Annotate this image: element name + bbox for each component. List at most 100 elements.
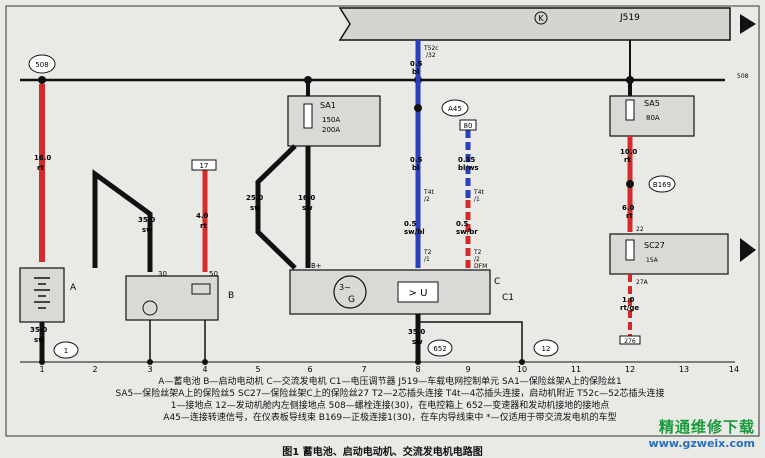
- pin-t2: T2: [423, 249, 432, 256]
- connector-12: [533, 339, 559, 357]
- wire-alt-ground-12: [418, 321, 523, 362]
- connector-508-label: 508: [35, 61, 48, 69]
- pin-dfm: DFM: [474, 263, 487, 270]
- wire-label: bl/ws: [458, 164, 479, 172]
- wire-label: 35.0: [30, 326, 47, 334]
- legend-line: A45—连接转速信号，在仪表板导线束 B169—正极连接1(30)，在车内导线束…: [163, 413, 617, 423]
- pin-22: 22: [636, 226, 644, 233]
- wire-label: bl: [412, 164, 419, 172]
- grid-number: 13: [679, 365, 689, 374]
- fuse-sa5: [609, 95, 695, 137]
- alt-g: G: [348, 295, 355, 305]
- wire-label: rt: [200, 222, 207, 230]
- connector-12-label: 12: [542, 345, 551, 353]
- j519-symbol: K: [538, 14, 544, 23]
- grid-number: 1: [39, 365, 44, 374]
- watermark-url: www.gzweix.com: [648, 437, 755, 450]
- component-c-label: C: [494, 277, 500, 287]
- legend: A—蓄电池 B—启动电动机 C—交流发电机 C1—电压调节器 J519—车载电网…: [60, 376, 720, 424]
- legend-line: A—蓄电池 B—启动电动机 C—交流发电机 C1—电压调节器 J519—车载电网…: [158, 377, 622, 387]
- junction-dot: [414, 104, 422, 112]
- connector-80-label: 80: [464, 122, 473, 130]
- pin-t52c-n: /32: [426, 52, 436, 59]
- connector-1-label: 1: [64, 347, 68, 355]
- connector-276: [619, 335, 641, 345]
- bus-label: 508: [737, 73, 749, 80]
- grid-number: 3: [147, 365, 152, 374]
- grid-number: 2: [92, 365, 97, 374]
- junction-dot: [38, 76, 46, 84]
- connector-508: [28, 54, 56, 74]
- wire-label: sw: [34, 336, 45, 344]
- k-symbol-icon: [534, 11, 548, 25]
- pin-t4t-n: /1: [474, 196, 480, 203]
- generator-icon: [333, 275, 367, 309]
- connector-17-label: 17: [200, 162, 209, 170]
- component-b-label: B: [228, 291, 234, 301]
- wire-label: 0.5: [404, 220, 417, 228]
- grid-number: 10: [517, 365, 527, 374]
- legend-line: SA5—保险丝架A上的保险丝5 SC27—保险丝架C上的保险丝27 T2—2芯插…: [115, 389, 665, 399]
- alternator-c: [289, 269, 491, 315]
- connector-17: [191, 159, 217, 171]
- junction-dot: [626, 180, 634, 188]
- regulator-label: > U: [409, 288, 428, 299]
- connector-a45-label: A45: [448, 105, 462, 113]
- sc27-label: SC27: [644, 241, 665, 250]
- pin-bplus: B+: [311, 262, 322, 270]
- wire-label: 0.5: [410, 60, 423, 68]
- sa1-label: SA1: [320, 101, 336, 110]
- wire-label: 0.5: [456, 220, 469, 228]
- wire-label: rt/ge: [620, 304, 639, 312]
- wire-label: 6.0: [622, 204, 635, 212]
- wire-label: 0.5: [410, 156, 423, 164]
- pin-t2-n: /1: [424, 256, 430, 263]
- component-a-label: A: [70, 283, 77, 293]
- wire-label: bl: [412, 68, 419, 76]
- watermark-name: 精通维修下载: [658, 418, 755, 436]
- wire-starter-30: [92, 169, 153, 272]
- connector-1: [53, 341, 79, 359]
- grid-number: 7: [361, 365, 366, 374]
- fuse-icon: [303, 103, 313, 129]
- wire-label: 10.0: [620, 148, 637, 156]
- grid-number: 12: [625, 365, 635, 374]
- grid-numbers: 1 2 3 4 5 6 7 8 9 10 11 12 13 14: [39, 365, 739, 374]
- wire-label: 35.0: [138, 216, 155, 224]
- wire-label: rt: [624, 156, 631, 164]
- grid-number: 9: [465, 365, 470, 374]
- connector-276-label: 276: [624, 338, 636, 345]
- wire-label: 35.0: [408, 328, 425, 336]
- fuse-sa1: [287, 95, 381, 147]
- wire-label: sw/br: [456, 228, 478, 236]
- grid-number: 6: [307, 365, 312, 374]
- legend-line: 1—接地点 12—发动机舱内左侧接地点 508—螺栓连接(30)，在电控箱上 6…: [170, 401, 610, 411]
- grid-number: 14: [729, 365, 739, 374]
- connector-652-label: 652: [433, 345, 446, 353]
- connector-a45: [441, 99, 469, 117]
- arrow-right-icon: [740, 14, 756, 34]
- pin-27a: 27A: [636, 279, 649, 286]
- grid-number: 4: [202, 365, 207, 374]
- regulator-c1: [397, 281, 439, 303]
- fuse-icon: [625, 99, 635, 121]
- wire-label: sw/bl: [404, 228, 425, 236]
- pin-50-label: 50: [209, 270, 218, 278]
- grid-number: 8: [415, 365, 420, 374]
- wire-label: sw: [302, 204, 313, 212]
- component-c1-label: C1: [502, 293, 514, 303]
- fuse-icon: [625, 239, 635, 261]
- connector-80: [459, 119, 477, 131]
- watermark: 精通维修下载 www.gzweix.com: [649, 416, 755, 450]
- figure-caption: 图1 蓄电池、启动电动机、交流发电机电路图: [282, 447, 483, 458]
- starter-b: [125, 275, 219, 321]
- wire-label: 25.0: [246, 194, 263, 202]
- sa1-rating: 150A: [322, 116, 340, 124]
- connector-652: [427, 339, 453, 357]
- ground-dots: [39, 359, 525, 365]
- pin-t4t: T4t: [423, 189, 434, 196]
- diagram-frame: [5, 5, 760, 437]
- wire-label: sw: [142, 226, 153, 234]
- wire-label: sw: [250, 204, 261, 212]
